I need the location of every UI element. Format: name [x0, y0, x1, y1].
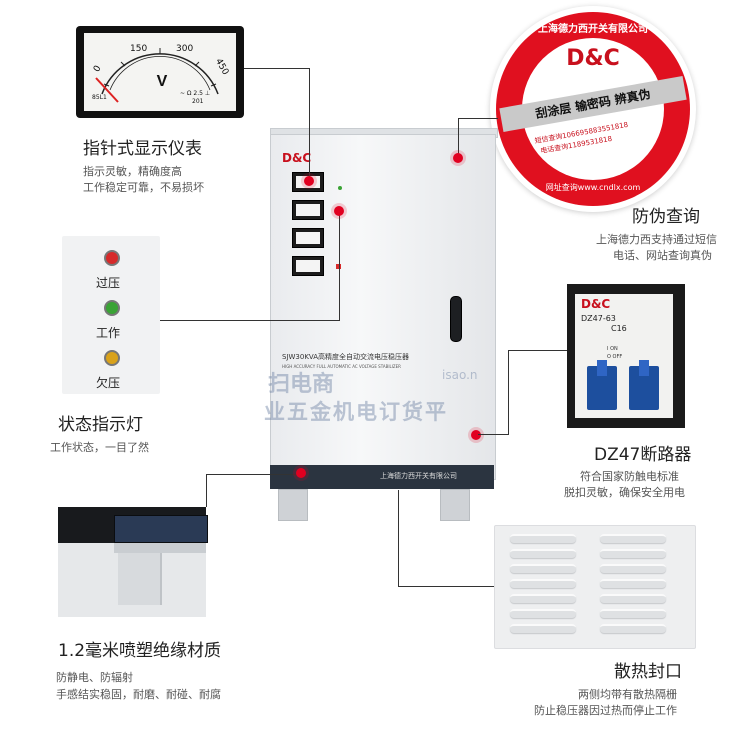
heat-desc-2: 防止稳压器因过热而停止工作	[534, 704, 677, 717]
connector-breaker-h	[508, 350, 567, 351]
hotspot-meter[interactable]	[304, 176, 314, 186]
vent-slot	[600, 609, 666, 618]
breaker-handle-right	[639, 360, 649, 376]
breaker-on-label: I ON	[607, 346, 618, 352]
connector-heat-h	[398, 586, 494, 587]
material-desc-2: 手感结实稳固，耐磨、耐碰、耐腐	[56, 688, 221, 701]
vent-slot	[510, 564, 576, 573]
breaker-desc-2: 脱扣灵敏，确保安全用电	[564, 486, 685, 499]
vent-slot	[510, 594, 576, 603]
cabinet-model-sub: HIGH ACCURACY FULL AUTOMATIC AC VOLTAGE …	[282, 364, 401, 369]
indicator-light-overvoltage	[104, 250, 120, 266]
breaker-model: DZ47-63	[581, 314, 616, 323]
seal-web: 网址查询www.cndlx.com	[545, 183, 641, 192]
vent-slot	[600, 594, 666, 603]
cabinet-logo: D&C	[282, 151, 312, 165]
material-desc-1: 防静电、防辐射	[56, 671, 133, 684]
breaker-photo: D&C DZ47-63 C16 I ON O OFF	[567, 284, 685, 428]
meter-display-title: 指针式显示仪表	[83, 139, 202, 159]
indicator-label-overvoltage: 过压	[96, 276, 121, 290]
watermark-2: 业五金机电订货平	[264, 400, 448, 424]
connector-material-h	[206, 474, 298, 475]
vent-slot	[600, 534, 666, 543]
cabinet-light-1	[338, 186, 342, 190]
vent-slot	[510, 609, 576, 618]
vent-grid	[510, 534, 680, 638]
connector-breaker-v	[508, 350, 509, 434]
vent-slot	[600, 624, 666, 633]
breaker-rating: C16	[611, 324, 627, 333]
cabinet-meter-3	[292, 228, 324, 248]
connector-heat-v	[398, 490, 399, 586]
breaker-desc-1: 符合国家防触电标准	[580, 470, 679, 483]
material-title: 1.2毫米喷塑绝缘材质	[58, 641, 222, 661]
meter-display-desc-2: 工作稳定可靠，不易损坏	[83, 181, 204, 194]
breaker-handle-left	[597, 360, 607, 376]
cabinet-meter-2	[292, 200, 324, 220]
connector-breaker-h2	[478, 434, 509, 435]
indicator-label-working: 工作	[96, 326, 121, 340]
connector-indicator-h	[160, 320, 340, 321]
connector-meter-h	[244, 68, 310, 69]
meter-model: 85L1	[92, 94, 107, 101]
hotspot-breaker[interactable]	[471, 430, 481, 440]
watermark-3: isao.n	[442, 368, 478, 382]
meter-footer-right: 201	[192, 98, 204, 105]
heat-desc-1: 两侧均带有散热隔栅	[578, 688, 677, 701]
breaker-off-label: O OFF	[607, 354, 623, 360]
heat-title: 散热封口	[614, 662, 682, 682]
material-photo	[58, 507, 208, 617]
cabinet-leg-right	[440, 489, 470, 521]
vent-slot	[510, 579, 576, 588]
vent-slot	[510, 624, 576, 633]
meter-unit: V	[157, 73, 168, 90]
cabinet-leg-left	[278, 489, 308, 521]
meter-display-desc-1: 指示灵敏，精确度高	[83, 165, 182, 178]
voltmeter-icon: V	[84, 33, 236, 111]
seal-company: 上海德力西开关有限公司	[538, 24, 648, 35]
indicator-label-undervoltage: 欠压	[96, 376, 121, 390]
vent-slot	[600, 549, 666, 558]
cabinet-model-text: SJW30KVA高精度全自动交流电压稳压器	[282, 353, 410, 361]
watermark-1: 扫电商	[268, 372, 335, 397]
indicator-light-undervoltage	[104, 350, 120, 366]
anti-fake-seal: 上海德力西开关有限公司 D&C 刮涂层 输密码 辨真伪 短信查询10669588…	[490, 6, 696, 212]
meter-photo: V 0 150 300 450 85L1 ~ Ω 2.5 ⊥ 201	[76, 26, 244, 118]
vent-slot	[510, 549, 576, 558]
seal-logo: D&C	[566, 46, 620, 71]
hotspot-indicator[interactable]	[334, 206, 344, 216]
connector-indicator-v	[339, 210, 340, 320]
cabinet-meter-4	[292, 256, 324, 276]
connector-meter-v	[309, 68, 310, 178]
connector-material-v	[206, 474, 207, 507]
vent-slot	[510, 534, 576, 543]
cabinet-base	[270, 465, 494, 489]
anti-fake-desc-1: 上海德力西支持通过短信	[596, 233, 717, 246]
connector-seal-v	[458, 118, 459, 156]
cabinet-door-handle[interactable]	[450, 296, 462, 342]
indicator-title: 状态指示灯	[58, 415, 143, 435]
anti-fake-desc-2: 电话、网站查询真伪	[613, 249, 712, 262]
meter-footer-left: ~ Ω 2.5 ⊥	[180, 90, 211, 97]
hotspot-material[interactable]	[296, 468, 306, 478]
breaker-logo: D&C	[581, 297, 611, 311]
indicator-desc-1: 工作状态，一目了然	[50, 441, 149, 454]
anti-fake-title: 防伪查询	[632, 207, 700, 227]
connector-seal-h	[458, 118, 498, 119]
cabinet-light-2	[336, 264, 341, 269]
breaker-title: DZ47断路器	[594, 445, 692, 465]
vent-slot	[600, 579, 666, 588]
meter-scale-300: 300	[176, 44, 194, 54]
meter-scale-150: 150	[130, 44, 148, 54]
hotspot-seal[interactable]	[453, 153, 463, 163]
vent-slot	[600, 564, 666, 573]
indicator-light-working	[104, 300, 120, 316]
cabinet-footer-company: 上海德力西开关有限公司	[380, 472, 457, 480]
